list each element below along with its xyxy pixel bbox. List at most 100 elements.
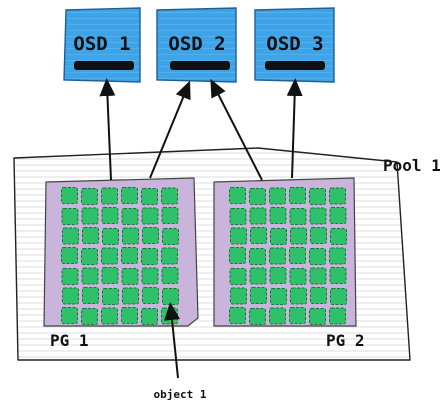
pg2-object-cell — [249, 248, 266, 265]
pg1-object-cell — [62, 287, 79, 305]
pg2-object-cell — [330, 228, 347, 245]
arrow-object-1 — [164, 302, 180, 379]
pg1-object-cell — [161, 307, 178, 325]
pg1-object-cell — [162, 228, 179, 245]
pool-label: Pool 1 — [383, 156, 441, 175]
pg2-object-cell — [289, 307, 306, 324]
pg1-object-cell — [101, 187, 118, 205]
mapping-arrows — [99, 78, 303, 181]
pg1-object-cell — [161, 247, 178, 265]
pg1-object-cell — [101, 267, 119, 284]
pg1-object-cell — [102, 288, 119, 305]
pg2-object-cell — [289, 247, 306, 264]
pg2-object-cell — [269, 267, 287, 284]
pg2-object-cell — [329, 267, 347, 284]
pg1-object-cell — [121, 208, 139, 225]
pg1-object-cell — [81, 188, 98, 205]
pg1-object-cell — [141, 308, 158, 325]
osd-3: OSD 3 — [254, 7, 335, 83]
osd-2: OSD 2 — [156, 7, 237, 83]
arrow-pg2-to-osd2 — [210, 78, 263, 181]
pg2-object-cell — [269, 207, 287, 224]
pg1-object-cell — [82, 227, 99, 244]
placement-group-2: PG 2 — [213, 177, 365, 350]
pg1-object-cell — [141, 267, 159, 285]
osd-1: OSD 1 — [63, 7, 141, 83]
pg2-object-cell — [229, 247, 246, 264]
pg2-object-cell — [250, 287, 267, 304]
osd-2-disk-slot — [170, 61, 230, 70]
pg2-object-cell — [250, 227, 267, 244]
pg2-object-cell — [249, 188, 266, 205]
pg2-object-cell — [269, 307, 286, 325]
pg2-object-cell — [330, 288, 347, 305]
pg2-object-cell — [290, 227, 307, 245]
pg2-object-cell — [249, 308, 266, 325]
pg2-object-cell — [289, 208, 307, 225]
pg1-object-cell — [141, 248, 158, 265]
pg1-object-cell — [101, 207, 119, 224]
pg1-object-cell — [102, 228, 119, 245]
pg1-object-cell — [101, 307, 118, 325]
pg1-object-cell — [121, 268, 139, 285]
pg1-object-cell — [61, 247, 78, 264]
pg2-object-cell — [310, 287, 327, 304]
pg1-object-cell — [81, 207, 99, 225]
pg2-object-cell — [229, 307, 246, 324]
object-pointer: object 1 — [154, 302, 207, 401]
pg2-object-cell — [309, 267, 327, 285]
pg1-object-cell — [81, 267, 99, 285]
pg2-object-grid — [229, 187, 347, 325]
pg1-object-cell — [122, 227, 139, 245]
pg2-object-cell — [309, 207, 327, 225]
pg1-object-cell — [161, 207, 179, 224]
pg1-object-cell — [141, 188, 158, 205]
pg2-object-cell — [329, 187, 346, 205]
pg1-object-cell — [121, 187, 138, 204]
arrow-pg1-to-osd2 — [149, 80, 191, 179]
pg1-object-cell — [61, 208, 79, 225]
pg1-label: PG 1 — [50, 331, 89, 350]
pg2-object-cell — [269, 187, 286, 205]
pg1-object-cell — [141, 207, 159, 225]
pg2-object-cell — [329, 247, 346, 265]
pg1-object-cell — [142, 287, 159, 304]
pg1-object-cell — [121, 247, 138, 264]
pg1-object-cell — [81, 248, 98, 265]
osd-1-disk-slot — [74, 61, 134, 70]
pg1-object-cell — [61, 307, 78, 324]
object-1-label: object 1 — [154, 388, 207, 401]
pg1-object-cell — [61, 187, 78, 204]
pg2-object-cell — [310, 227, 327, 244]
pg1-object-cell — [61, 268, 79, 285]
pg2-object-cell — [229, 268, 247, 285]
pg2-object-cell — [270, 288, 287, 305]
pg2-object-cell — [229, 187, 246, 204]
pg1-object-cell — [121, 307, 138, 324]
pg2-label: PG 2 — [326, 331, 365, 350]
pg1-object-cell — [142, 227, 159, 244]
pg2-object-cell — [289, 187, 306, 204]
pg2-object-cell — [269, 247, 286, 265]
pg1-object-cell — [161, 187, 178, 205]
placement-group-1: PG 1 — [43, 177, 199, 350]
osd-3-disk-slot — [265, 61, 325, 70]
osd-2-label: OSD 2 — [168, 33, 225, 55]
pg1-object-cell — [62, 227, 79, 245]
pg2-object-cell — [309, 188, 326, 205]
pg2-object-cell — [249, 267, 267, 285]
pg2-object-cell — [230, 227, 247, 245]
pg2-object-cell — [309, 308, 326, 325]
pg1-object-cell — [161, 267, 179, 284]
pg1-object-cell — [81, 308, 98, 325]
pg2-object-cell — [329, 307, 346, 325]
arrow-pg1-to-osd1 — [99, 78, 116, 181]
pg1-object-cell — [122, 287, 139, 305]
pg2-object-cell — [230, 287, 247, 305]
pg1-object-cell — [101, 247, 118, 265]
pg2-object-cell — [329, 207, 347, 224]
pg1-object-cell — [162, 288, 179, 305]
pg2-object-cell — [270, 228, 287, 245]
pg2-object-cell — [309, 248, 326, 265]
